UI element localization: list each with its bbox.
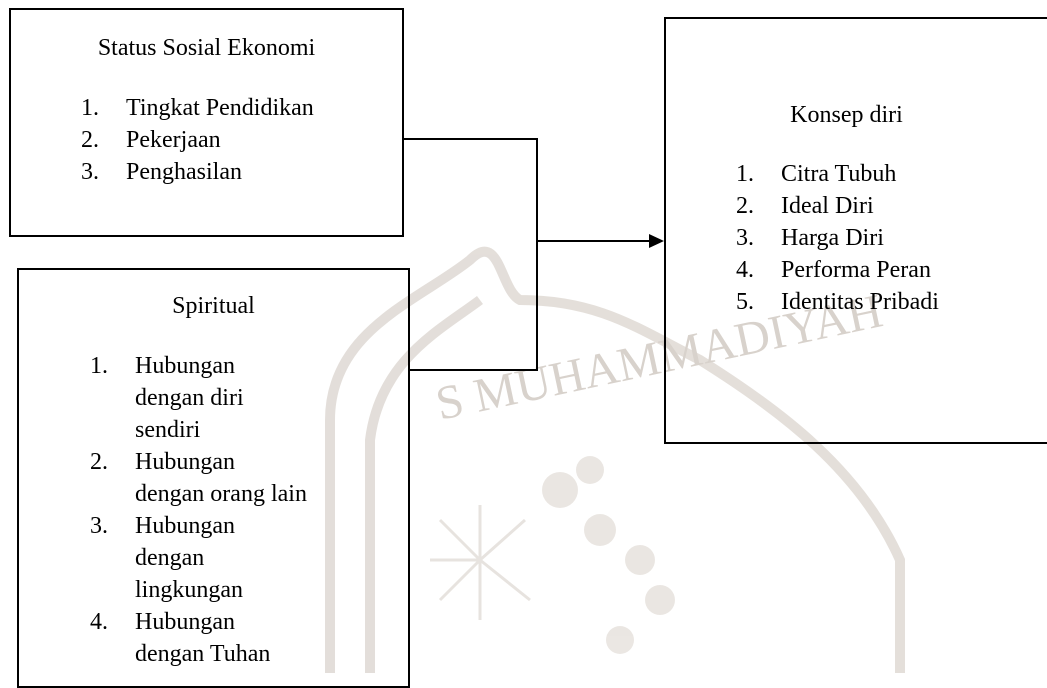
status-sosial-ekonomi-box: Status Sosial Ekonomi 1.Tingkat Pendidik… <box>9 8 404 237</box>
konsep-item-list: 1.Citra Tubuh 2.Ideal Diri 3.Harga Diri … <box>736 158 1036 318</box>
spiritual-box: Spiritual 1.Hubungan dengan diri sendiri… <box>17 268 410 688</box>
konsep-box-title: Konsep diri <box>790 102 903 128</box>
spiritual-item-list: 1.Hubungan dengan diri sendiri 2.Hubunga… <box>90 350 310 670</box>
list-item: 4.Hubungan dengan Tuhan <box>90 609 271 667</box>
konsep-diri-box: Konsep diri 1.Citra Tubuh 2.Ideal Diri 3… <box>664 17 1047 444</box>
status-box-title: Status Sosial Ekonomi <box>97 35 316 61</box>
connector-lines <box>403 138 664 371</box>
connector-spiritual <box>408 241 538 371</box>
list-item: 3.Hubungan dengan lingkungan <box>90 513 243 603</box>
connector-status <box>403 138 538 241</box>
list-item: 3.Harga Diri <box>736 225 884 251</box>
list-item: 4.Performa Peran <box>736 257 931 283</box>
list-item: 2.Pekerjaan <box>81 127 221 153</box>
status-item-list: 1.Tingkat Pendidikan 2.Pekerjaan 3.Pengh… <box>81 92 401 188</box>
list-item: 1.Tingkat Pendidikan <box>81 95 314 121</box>
list-item: 1.Citra Tubuh <box>736 161 897 187</box>
list-item: 3.Penghasilan <box>81 159 242 185</box>
list-item: 2.Hubungan dengan orang lain <box>90 449 307 507</box>
list-item: 2.Ideal Diri <box>736 193 874 219</box>
spiritual-box-title: Spiritual <box>172 293 255 319</box>
arrowhead <box>649 234 664 248</box>
list-item: 5.Identitas Pribadi <box>736 289 939 315</box>
list-item: 1.Hubungan dengan diri sendiri <box>90 353 244 443</box>
